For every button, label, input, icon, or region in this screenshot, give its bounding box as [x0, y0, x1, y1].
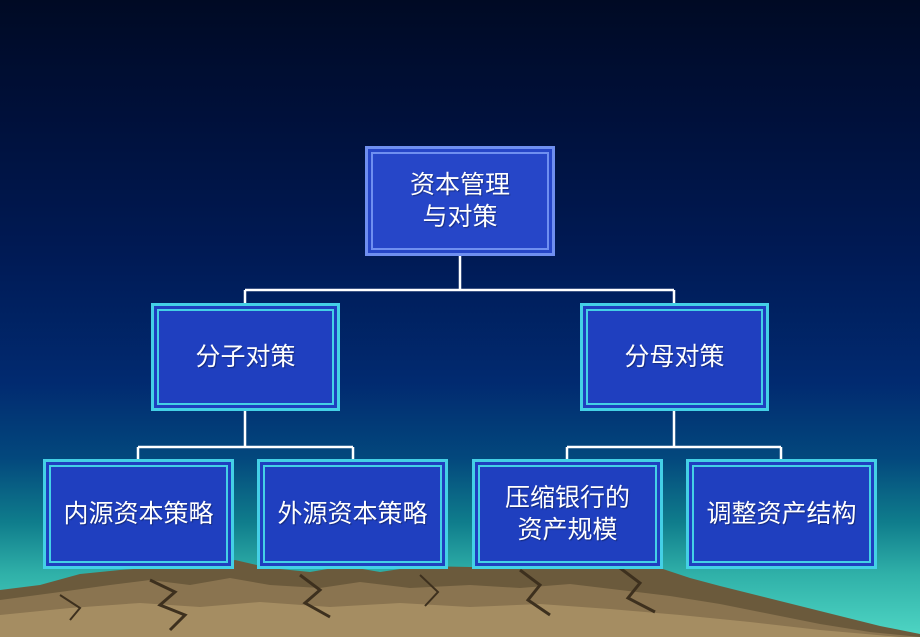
connector-right-branch: [565, 411, 783, 459]
internal-capital-label: 内源资本策略: [63, 499, 214, 528]
adjust-structure-node: 调整资产结构: [686, 459, 877, 569]
numerator-strategy-label: 分子对策: [195, 342, 296, 371]
external-capital-node: 外源资本策略: [257, 459, 448, 569]
connector-left-branch: [136, 411, 355, 459]
adjust-structure-label: 调整资产结构: [706, 499, 857, 528]
root-node-label: 资本管理 与对策: [409, 170, 510, 231]
shrink-assets-label: 压缩银行的 资产规模: [504, 483, 630, 544]
internal-capital-node: 内源资本策略: [43, 459, 234, 569]
denominator-strategy-label: 分母对策: [624, 342, 725, 371]
denominator-strategy-node: 分母对策: [580, 303, 769, 411]
external-capital-label: 外源资本策略: [277, 499, 428, 528]
connector-root-to-level2: [243, 256, 676, 303]
root-node: 资本管理 与对策: [365, 146, 555, 256]
shrink-assets-node: 压缩银行的 资产规模: [472, 459, 663, 569]
numerator-strategy-node: 分子对策: [151, 303, 340, 411]
